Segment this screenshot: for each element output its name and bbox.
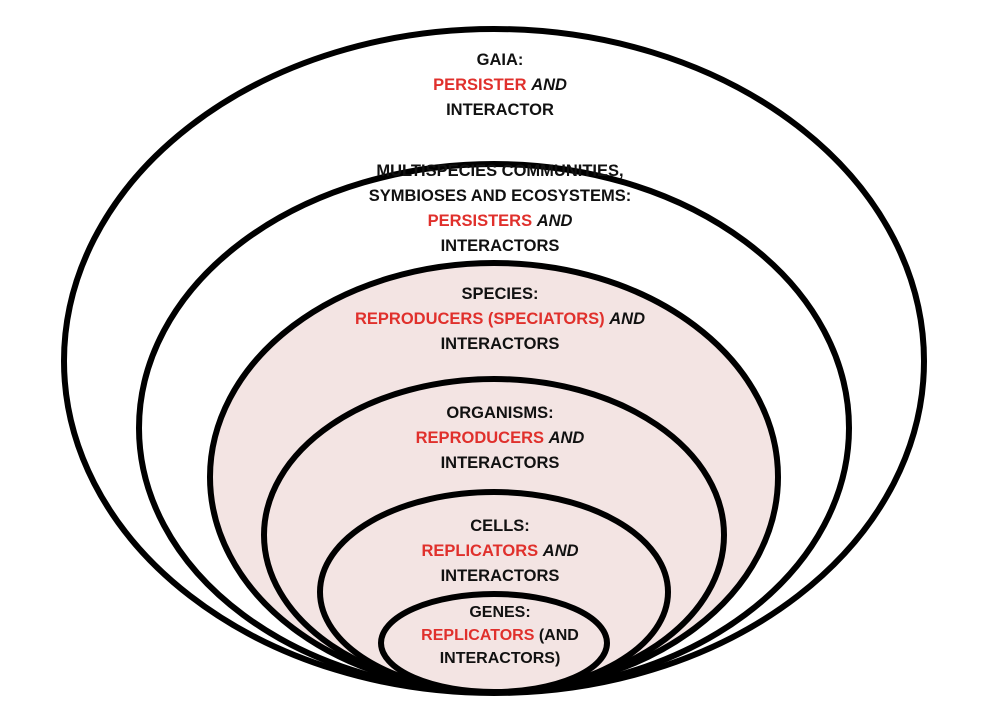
species-role-interactors: INTERACTORS bbox=[440, 335, 560, 353]
genes-ellipse bbox=[378, 591, 610, 695]
communities-role-red: PERSISTERS bbox=[427, 212, 533, 230]
organisms-title: ORGANISMS: bbox=[446, 404, 554, 422]
gaia-title: GAIA: bbox=[476, 51, 524, 69]
cells-role-interactors: INTERACTORS bbox=[440, 567, 560, 585]
communities-title: MULTISPECIES COMMUNITIES, bbox=[376, 162, 624, 180]
gaia-role-interactor: INTERACTOR bbox=[446, 101, 554, 119]
species-role-and: AND bbox=[609, 310, 645, 328]
genes-role-interactors: INTERACTORS) bbox=[439, 650, 561, 667]
genes-role-red: REPLICATORS bbox=[421, 627, 535, 644]
organisms-label: ORGANISMS: REPRODUCERS AND INTERACTORS bbox=[0, 401, 1000, 476]
species-label: SPECIES: REPRODUCERS (SPECIATORS) AND IN… bbox=[0, 282, 1000, 357]
cells-label: CELLS: REPLICATORS AND INTERACTORS bbox=[0, 514, 1000, 589]
communities-role-interactors: INTERACTORS bbox=[440, 237, 560, 255]
gaia-label: GAIA: PERSISTER AND INTERACTOR bbox=[0, 48, 1000, 123]
species-role-red: REPRODUCERS (SPECIATORS) bbox=[354, 310, 605, 328]
organisms-role-and: AND bbox=[548, 429, 585, 447]
cells-role-red: REPLICATORS bbox=[421, 542, 539, 560]
genes-label: GENES: REPLICATORS (AND INTERACTORS) bbox=[0, 601, 1000, 670]
communities-role-and: AND bbox=[536, 212, 573, 230]
genes-title: GENES: bbox=[469, 604, 531, 621]
gaia-role-red: PERSISTER bbox=[433, 76, 527, 94]
communities-label: MULTISPECIES COMMUNITIES, SYMBIOSES AND … bbox=[0, 159, 1000, 259]
gaia-role-and: AND bbox=[531, 76, 567, 94]
genes-role-and: (AND bbox=[538, 627, 579, 644]
communities-title-2: SYMBIOSES AND ECOSYSTEMS: bbox=[368, 187, 632, 205]
cells-role-and: AND bbox=[542, 542, 579, 560]
species-title: SPECIES: bbox=[461, 285, 539, 303]
organisms-role-interactors: INTERACTORS bbox=[440, 454, 560, 472]
organisms-role-red: REPRODUCERS bbox=[415, 429, 544, 447]
cells-title: CELLS: bbox=[470, 517, 530, 535]
